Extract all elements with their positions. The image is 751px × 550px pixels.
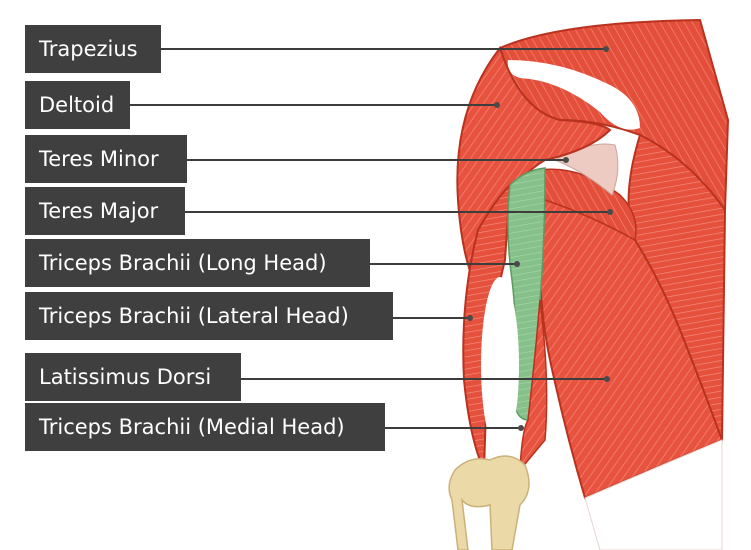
triceps-lateral-leader-line xyxy=(392,317,471,319)
latissimus-leader-line xyxy=(240,378,607,380)
trapezius-leader-line xyxy=(160,48,606,50)
elbow-bone-shape xyxy=(448,455,530,550)
latissimus-pointer-dot xyxy=(604,376,610,382)
triceps-long-leader-line xyxy=(369,263,517,265)
label-teres-major: Teres Major xyxy=(25,187,185,235)
triceps-tendon-shape xyxy=(481,277,519,453)
trapezius-pointer-dot xyxy=(603,46,609,52)
teres-major-leader-line xyxy=(184,211,610,213)
label-triceps-lateral-head: Triceps Brachii (Lateral Head) xyxy=(25,292,393,340)
triceps-long-pointer-dot xyxy=(514,261,520,267)
deltoid-leader-line xyxy=(129,104,497,106)
label-triceps-medial-head: Triceps Brachii (Medial Head) xyxy=(25,403,385,451)
triceps-lateral-pointer-dot xyxy=(467,315,473,321)
scapula-spine-shape xyxy=(507,60,640,130)
teres-minor-leader-line xyxy=(186,159,566,161)
triceps-medial-head-muscle xyxy=(519,299,548,473)
teres-minor-pointer-dot xyxy=(563,157,569,163)
triceps-medial-pointer-dot xyxy=(518,425,524,431)
label-teres-minor: Teres Minor xyxy=(25,135,187,183)
triceps-medial-leader-line xyxy=(384,427,521,429)
label-triceps-long-head: Triceps Brachii (Long Head) xyxy=(25,239,370,287)
label-latissimus-dorsi: Latissimus Dorsi xyxy=(25,353,241,401)
lower-back-shape xyxy=(584,439,723,550)
label-trapezius: Trapezius xyxy=(25,25,161,73)
deltoid-pointer-dot xyxy=(494,102,500,108)
label-deltoid: Deltoid xyxy=(25,81,130,129)
teres-major-pointer-dot xyxy=(607,209,613,215)
